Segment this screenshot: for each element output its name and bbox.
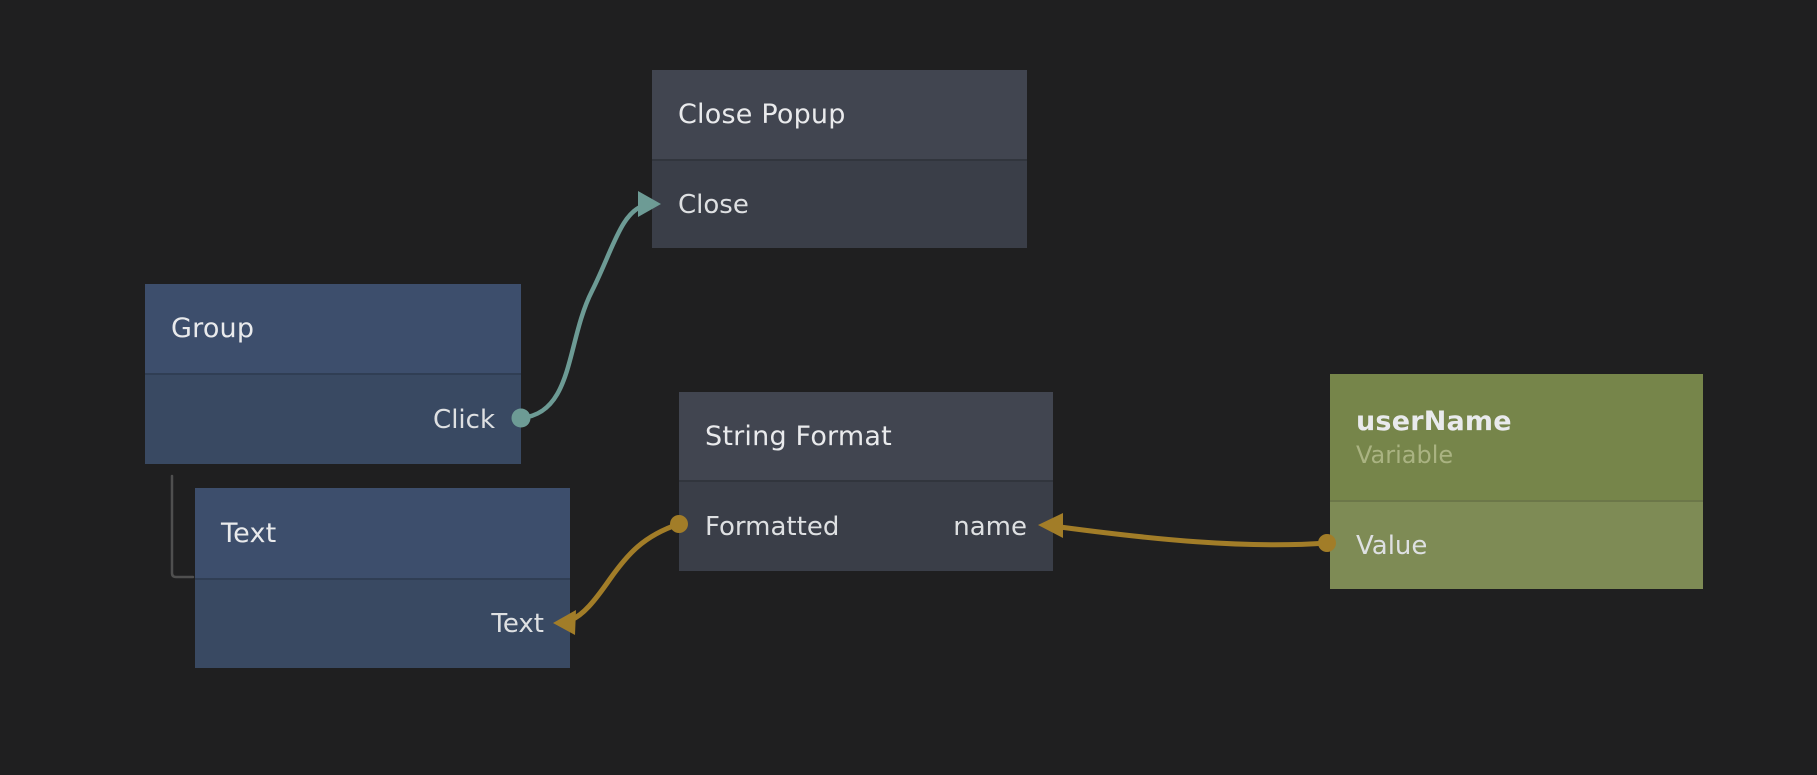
node-subtitle: Variable xyxy=(1356,440,1454,469)
port-text-input[interactable]: Text xyxy=(491,609,544,639)
node-string-format[interactable]: String Format Formatted name xyxy=(679,392,1053,571)
node-text[interactable]: Text Text xyxy=(195,488,570,668)
node-username-header: userName Variable xyxy=(1330,374,1703,500)
node-title: Group xyxy=(171,313,255,344)
port-close-input[interactable]: Close xyxy=(678,189,749,220)
node-title: userName xyxy=(1356,405,1512,437)
node-title: Text xyxy=(221,517,277,549)
port-click-output[interactable]: Click xyxy=(433,404,495,435)
node-string-format-header: String Format xyxy=(679,392,1053,480)
node-group-ports: Click xyxy=(145,373,521,464)
node-close-popup-ports: Close xyxy=(652,159,1027,248)
connection-formatted-to-text[interactable] xyxy=(568,521,682,623)
node-close-popup[interactable]: Close Popup Close xyxy=(652,70,1027,248)
node-group[interactable]: Group Click xyxy=(145,284,521,464)
port-formatted-output[interactable]: Formatted xyxy=(705,511,840,542)
node-title: Close Popup xyxy=(678,99,846,130)
node-close-popup-header: Close Popup xyxy=(652,70,1027,159)
connection-value-to-name[interactable] xyxy=(1057,524,1330,548)
node-string-format-ports: Formatted name xyxy=(679,480,1053,571)
node-text-header: Text xyxy=(195,488,570,578)
node-group-header: Group xyxy=(145,284,521,373)
node-username-variable[interactable]: userName Variable Value xyxy=(1330,374,1703,589)
node-title: String Format xyxy=(705,420,892,452)
connection-click-to-close[interactable] xyxy=(518,202,648,421)
hierarchy-line-group-text xyxy=(170,474,195,579)
port-name-input[interactable]: name xyxy=(953,511,1027,542)
port-value-output[interactable]: Value xyxy=(1356,530,1428,561)
node-text-ports: Text xyxy=(195,578,570,668)
node-username-ports: Value xyxy=(1330,500,1703,589)
